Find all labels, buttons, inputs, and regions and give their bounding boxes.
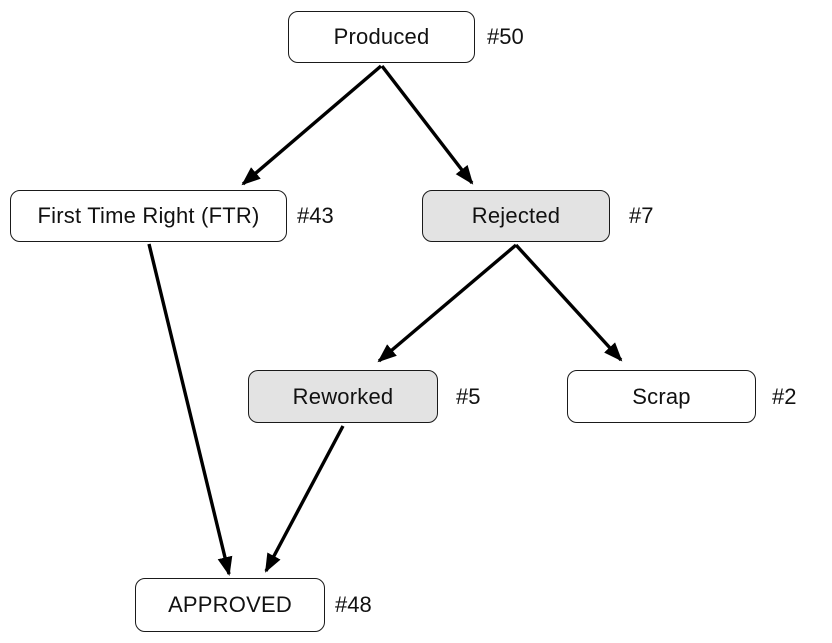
node-scrap: Scrap [567, 370, 756, 423]
edge-ftr-to-approved [147, 243, 233, 576]
count-approved: #48 [335, 592, 372, 617]
count-produced: #50 [487, 24, 524, 49]
node-first-time-right: First Time Right (FTR) [10, 190, 287, 242]
edge-rejected-to-scrap [514, 243, 623, 362]
edge-produced-to-rejected [380, 64, 474, 185]
node-reworked: Reworked [248, 370, 438, 423]
node-produced: Produced [288, 11, 475, 63]
count-reworked: #5 [456, 383, 481, 409]
edge-produced-to-ftr [241, 64, 383, 186]
node-rejected: Rejected [422, 190, 610, 242]
edge-reworked-to-approved [264, 425, 345, 573]
node-first-time-right-label: First Time Right (FTR) [37, 203, 260, 228]
edge-rejected-to-reworked [377, 243, 518, 363]
count-rejected: #7 [629, 203, 654, 228]
node-approved: APPROVED [135, 578, 325, 632]
node-scrap-label: Scrap [632, 383, 691, 409]
count-scrap: #2 [772, 383, 797, 409]
node-produced-label: Produced [333, 24, 430, 49]
node-rejected-label: Rejected [471, 203, 561, 228]
count-first-time-right: #43 [297, 203, 334, 228]
node-reworked-label: Reworked [292, 383, 394, 409]
node-approved-label: APPROVED [168, 592, 292, 617]
